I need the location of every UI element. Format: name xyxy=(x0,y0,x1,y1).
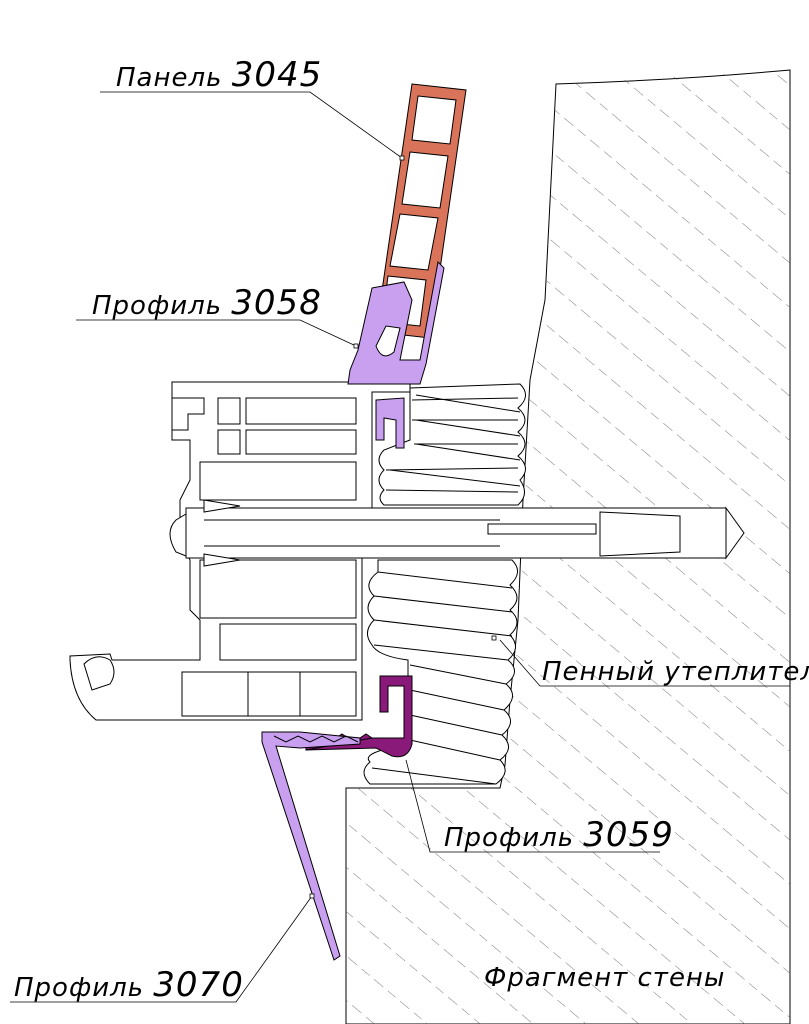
label-profile-3059: Профиль 3059 xyxy=(444,815,674,855)
label-profile-3070: Профиль 3070 xyxy=(14,965,244,1005)
leader-dots xyxy=(309,155,497,899)
foam-lower xyxy=(363,559,518,785)
label-foam-insulation: Пенный утеплитель xyxy=(542,657,809,687)
label-wall-fragment: Фрагмент стены xyxy=(484,963,725,993)
anchor-screw xyxy=(169,499,745,567)
profile-3070 xyxy=(261,731,361,961)
label-profile-3058: Профиль 3058 xyxy=(92,283,322,323)
leader-lines xyxy=(10,91,790,1003)
profile-3058 xyxy=(347,260,445,449)
foam-upper xyxy=(378,383,526,506)
label-panel-3045: Панель 3045 xyxy=(116,55,322,95)
